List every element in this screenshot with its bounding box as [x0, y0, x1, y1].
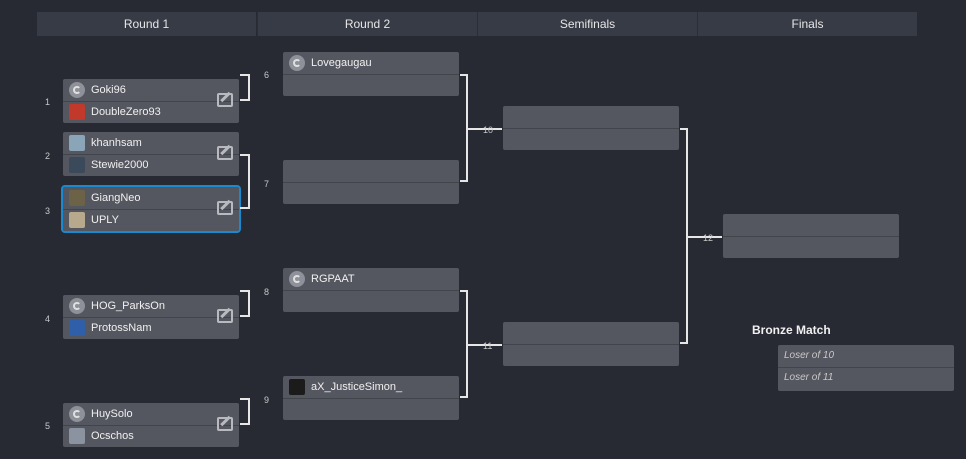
- match-4[interactable]: HOG_ParksOn ProtossNam: [63, 295, 239, 339]
- edit-icon[interactable]: [217, 417, 233, 431]
- team-logo-icon: [69, 82, 85, 98]
- bracket-connector: [240, 154, 250, 209]
- header-round-2: Round 2: [257, 12, 477, 36]
- team-logo-icon: [289, 55, 305, 71]
- player-avatar: [69, 190, 85, 206]
- match-12[interactable]: [723, 214, 899, 258]
- team-logo-icon: [69, 406, 85, 422]
- match-2[interactable]: khanhsam Stewie2000: [63, 132, 239, 176]
- bronze-match[interactable]: Loser of 10 Loser of 11: [778, 345, 954, 391]
- match-number: 9: [264, 395, 270, 405]
- player-name: UPLY: [91, 214, 119, 226]
- bronze-match-title: Bronze Match: [752, 323, 831, 337]
- player-avatar: [69, 320, 85, 336]
- match-number: 8: [264, 287, 270, 297]
- edit-icon[interactable]: [217, 201, 233, 215]
- match-slot-top[interactable]: RGPAAT: [283, 268, 459, 291]
- player-name: Goki96: [91, 84, 126, 96]
- player-avatar: [69, 157, 85, 173]
- match-slot-top[interactable]: HuySolo: [63, 403, 239, 426]
- team-logo-icon: [289, 271, 305, 287]
- match-slot-bottom[interactable]: [283, 290, 459, 312]
- match-slot-top[interactable]: HOG_ParksOn: [63, 295, 239, 318]
- edit-icon[interactable]: [217, 93, 233, 107]
- header-finals: Finals: [697, 12, 917, 36]
- match-slot-top[interactable]: [283, 160, 459, 183]
- player-avatar: [69, 135, 85, 151]
- player-name: Stewie2000: [91, 159, 149, 171]
- match-number: 12: [703, 233, 714, 243]
- match-5[interactable]: HuySolo Ocschos: [63, 403, 239, 447]
- player-name: HuySolo: [91, 408, 133, 420]
- match-slot-top[interactable]: [503, 322, 679, 345]
- match-slot-bottom[interactable]: [723, 236, 899, 258]
- match-3[interactable]: GiangNeo UPLY: [61, 185, 241, 233]
- match-number: 4: [45, 314, 51, 324]
- bracket-connector: [240, 290, 250, 317]
- bracket-connector: [680, 128, 688, 344]
- player-avatar: [289, 379, 305, 395]
- match-slot-top[interactable]: [503, 106, 679, 129]
- match-number: 5: [45, 421, 51, 431]
- header-semifinals: Semifinals: [477, 12, 697, 36]
- match-slot-top[interactable]: GiangNeo: [63, 187, 239, 210]
- bracket-connector: [460, 290, 468, 398]
- player-name: ProtossNam: [91, 322, 152, 334]
- match-slot-bottom[interactable]: DoubleZero93: [63, 101, 239, 123]
- match-number: 7: [264, 179, 270, 189]
- match-slot-bottom[interactable]: Ocschos: [63, 425, 239, 447]
- match-10[interactable]: [503, 106, 679, 150]
- match-number: 1: [45, 97, 51, 107]
- match-slot-bottom[interactable]: UPLY: [63, 209, 239, 231]
- bracket-connector: [460, 74, 468, 182]
- match-number: 6: [264, 70, 270, 80]
- player-name: aX_JusticeSimon_: [311, 381, 403, 393]
- match-number: 11: [483, 341, 493, 351]
- match-8[interactable]: RGPAAT: [283, 268, 459, 312]
- match-slot-top[interactable]: Loser of 10: [778, 345, 954, 368]
- match-slot-bottom[interactable]: Stewie2000: [63, 154, 239, 176]
- match-slot-bottom[interactable]: Loser of 11: [784, 372, 834, 383]
- edit-icon[interactable]: [217, 146, 233, 160]
- match-slot-top[interactable]: aX_JusticeSimon_: [283, 376, 459, 399]
- match-number: 10: [483, 125, 494, 135]
- bracket-connector: [240, 398, 250, 425]
- match-slot-top[interactable]: Lovegaugau: [283, 52, 459, 75]
- match-slot-bottom[interactable]: [283, 398, 459, 420]
- player-avatar: [69, 212, 85, 228]
- match-9[interactable]: aX_JusticeSimon_: [283, 376, 459, 420]
- match-11[interactable]: [503, 322, 679, 366]
- header-round-1: Round 1: [37, 12, 256, 36]
- match-slot-top[interactable]: [723, 214, 899, 237]
- match-number: 3: [45, 206, 51, 216]
- player-avatar: [69, 428, 85, 444]
- player-name: khanhsam: [91, 137, 142, 149]
- bracket-connector: [468, 344, 502, 346]
- match-number: 2: [45, 151, 51, 161]
- match-6[interactable]: Lovegaugau: [283, 52, 459, 96]
- match-7[interactable]: [283, 160, 459, 204]
- player-name: GiangNeo: [91, 192, 141, 204]
- match-slot-bottom[interactable]: [503, 344, 679, 366]
- match-slot-top[interactable]: Goki96: [63, 79, 239, 102]
- bracket-connector: [240, 74, 250, 101]
- match-slot-bottom[interactable]: [503, 128, 679, 150]
- player-avatar: [69, 104, 85, 120]
- match-slot-bottom[interactable]: [283, 74, 459, 96]
- match-slot-top[interactable]: khanhsam: [63, 132, 239, 155]
- edit-icon[interactable]: [217, 309, 233, 323]
- player-name: HOG_ParksOn: [91, 300, 165, 312]
- bracket-connector: [688, 236, 722, 238]
- bracket-connector: [468, 128, 502, 130]
- player-name: Lovegaugau: [311, 57, 372, 69]
- team-logo-icon: [69, 298, 85, 314]
- player-name: DoubleZero93: [91, 106, 161, 118]
- match-slot-bottom[interactable]: [283, 182, 459, 204]
- match-slot-bottom[interactable]: ProtossNam: [63, 317, 239, 339]
- player-name: Ocschos: [91, 430, 134, 442]
- match-1[interactable]: Goki96 DoubleZero93: [63, 79, 239, 123]
- player-name: RGPAAT: [311, 273, 355, 285]
